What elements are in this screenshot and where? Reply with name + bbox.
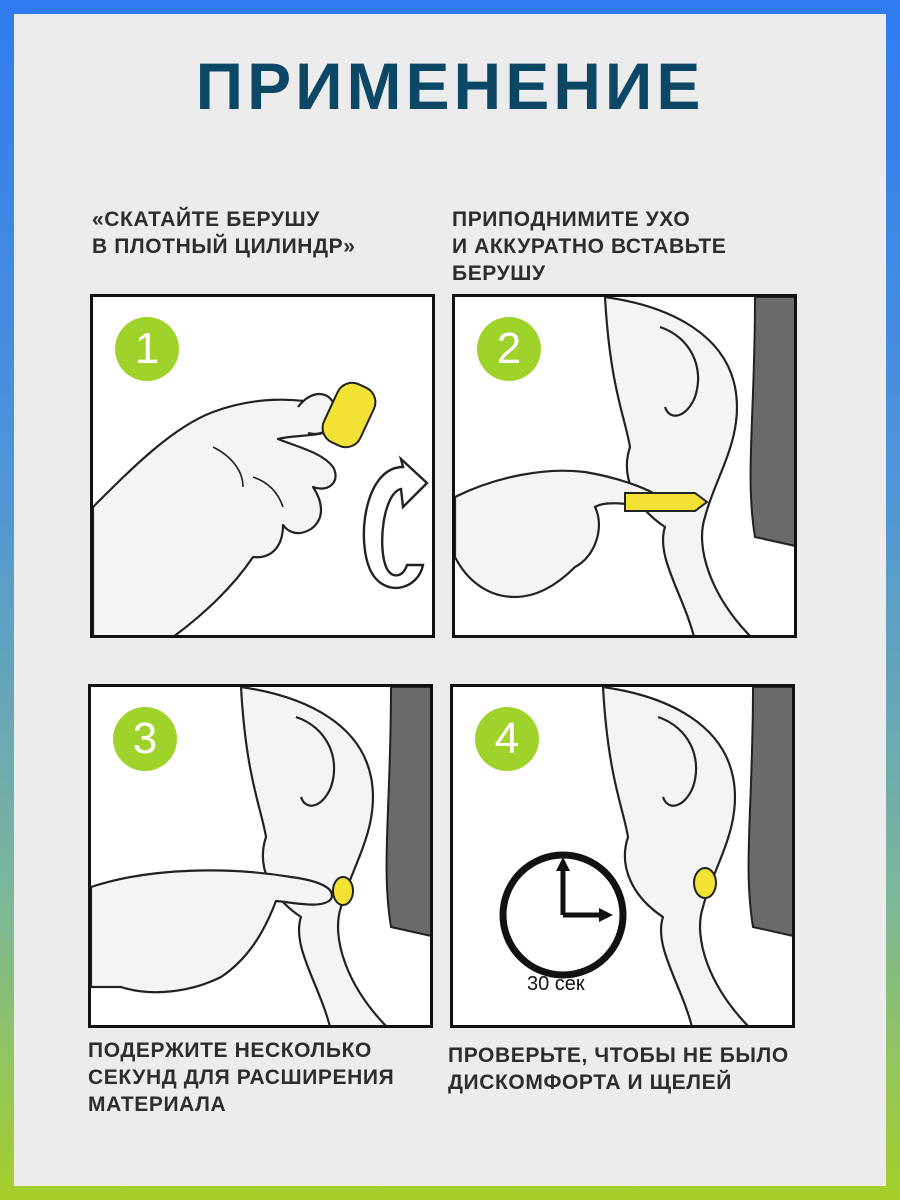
instruction-card: ПРИМЕНЕНИЕ «СКАТАЙТЕ БЕРУШУ В ПЛОТНЫЙ ЦИ… [14, 14, 886, 1186]
step-2-badge: 2 [477, 317, 541, 381]
step-4-panel: 4 30 сек [450, 684, 795, 1028]
page-title: ПРИМЕНЕНИЕ [195, 49, 705, 123]
step-3-badge: 3 [113, 707, 177, 771]
step-3-panel: 3 [88, 684, 433, 1028]
rotation-arrow-icon [362, 455, 429, 590]
step-2-panel: 2 [452, 294, 797, 638]
step-2-caption: ПРИПОДНИМИТЕ УХО И АККУРАТНО ВСТАВЬТЕ БЕ… [452, 208, 727, 285]
clock-label: 30 сек [527, 973, 585, 995]
clock-icon [499, 851, 627, 979]
step-4-caption: ПРОВЕРЬТЕ, ЧТОБЫ НЕ БЫЛО ДИСКОМФОРТА И Щ… [448, 1044, 789, 1094]
hair [385, 687, 430, 937]
earplug-in-ear [332, 876, 354, 906]
step-1-badge: 1 [115, 317, 179, 381]
hold-earplug-illustration [91, 687, 430, 1025]
hand-rolling-earplug-illustration [93, 381, 429, 635]
ear-check-illustration [499, 687, 792, 1025]
step-1-caption: «СКАТАЙТЕ БЕРУШУ В ПЛОТНЫЙ ЦИЛИНДР» [92, 208, 356, 258]
ear-insertion-illustration [455, 297, 794, 635]
step-1-panel: 1 [90, 294, 435, 638]
earplug-in-ear [693, 867, 717, 899]
hair [747, 687, 792, 937]
step-4-badge: 4 [475, 707, 539, 771]
hair [749, 297, 794, 547]
earplug-insert [624, 492, 709, 512]
earplug-roll [321, 381, 377, 449]
step-3-caption: ПОДЕРЖИТЕ НЕСКОЛЬКО СЕКУНД ДЛЯ РАСШИРЕНИ… [88, 1039, 395, 1116]
